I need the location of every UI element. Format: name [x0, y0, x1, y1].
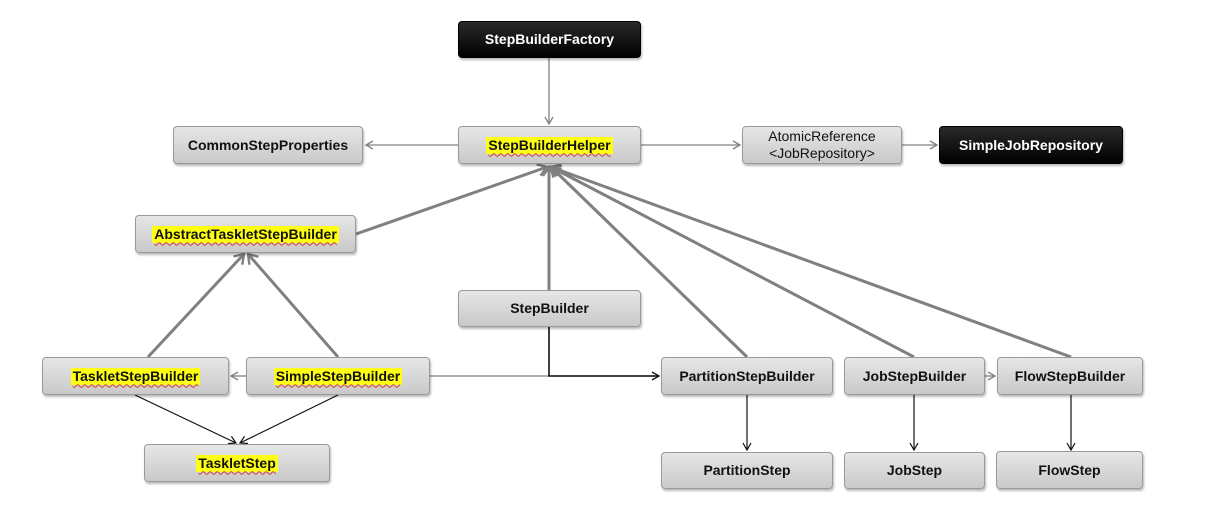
atomicreference-label: AtomicReference <JobRepository> [768, 128, 876, 161]
stepbuilderhelper-label: StepBuilderHelper [486, 136, 613, 154]
stepbuilder-label: StepBuilder [510, 300, 589, 316]
edge-stepbuilder-to-partitionstepbuilder [548, 327, 661, 381]
edge-simplestepbuilder-to-abstracttasklet [246, 252, 340, 358]
partitionstep-label: PartitionStep [703, 462, 791, 478]
edge-abstracttasklet-to-helper [355, 163, 550, 236]
partitionstepbuilder-label: PartitionStepBuilder [679, 367, 815, 384]
commonstepproperties-label: CommonStepProperties [187, 136, 349, 153]
abstracttaskletstepbuilder-node[interactable]: AbstractTaskletStepBuilder [135, 215, 356, 253]
jobstep-node[interactable]: JobStep [844, 452, 985, 489]
simplejobrepository-node[interactable]: SimpleJobRepository [939, 126, 1123, 164]
jobstepbuilder-label: JobStepBuilder [862, 367, 967, 384]
abstracttaskletstepbuilder-label: AbstractTaskletStepBuilder [152, 225, 339, 243]
simplejobrepository-label: SimpleJobRepository [959, 136, 1103, 153]
flowstep-node[interactable]: FlowStep [996, 451, 1143, 489]
edge-partitionstepbuilder-to-helper [549, 165, 749, 359]
commonstepproperties-node[interactable]: CommonStepProperties [173, 126, 363, 164]
stepbuilder-node[interactable]: StepBuilder [458, 290, 641, 327]
jobstepbuilder-node[interactable]: JobStepBuilder [844, 357, 985, 395]
simplestepbuilder-node[interactable]: SimpleStepBuilder [246, 357, 430, 395]
partitionstep-node[interactable]: PartitionStep [661, 452, 833, 489]
flowstepbuilder-node[interactable]: FlowStepBuilder [997, 357, 1143, 395]
stepbuilderhelper-node[interactable]: StepBuilderHelper [458, 126, 641, 164]
taskletstepbuilder-label: TaskletStepBuilder [70, 367, 201, 385]
edge-taskletstepbuilder-to-abstracttasklet [146, 252, 246, 359]
simplestepbuilder-label: SimpleStepBuilder [273, 367, 403, 385]
edge-jobstepbuilder-to-helper [549, 164, 915, 359]
edge-taskletstepbuilder-to-taskletstep [134, 394, 238, 445]
jobstep-label: JobStep [886, 462, 943, 478]
stepbuilderfactory-label: StepBuilderFactory [484, 31, 615, 47]
flowstepbuilder-label: FlowStepBuilder [1014, 367, 1126, 384]
flowstep-label: FlowStep [1038, 461, 1101, 478]
taskletstepbuilder-node[interactable]: TaskletStepBuilder [42, 357, 229, 395]
partitionstepbuilder-node[interactable]: PartitionStepBuilder [661, 357, 833, 395]
taskletstep-node[interactable]: TaskletStep [144, 444, 330, 482]
atomicreference-node[interactable]: AtomicReference <JobRepository> [742, 126, 902, 164]
taskletstep-label: TaskletStep [196, 454, 278, 472]
edge-flowstepbuilder-to-helper [548, 163, 1072, 359]
edge-simplestepbuilder-to-taskletstep [238, 394, 339, 445]
stepbuilderfactory-node[interactable]: StepBuilderFactory [458, 21, 641, 58]
